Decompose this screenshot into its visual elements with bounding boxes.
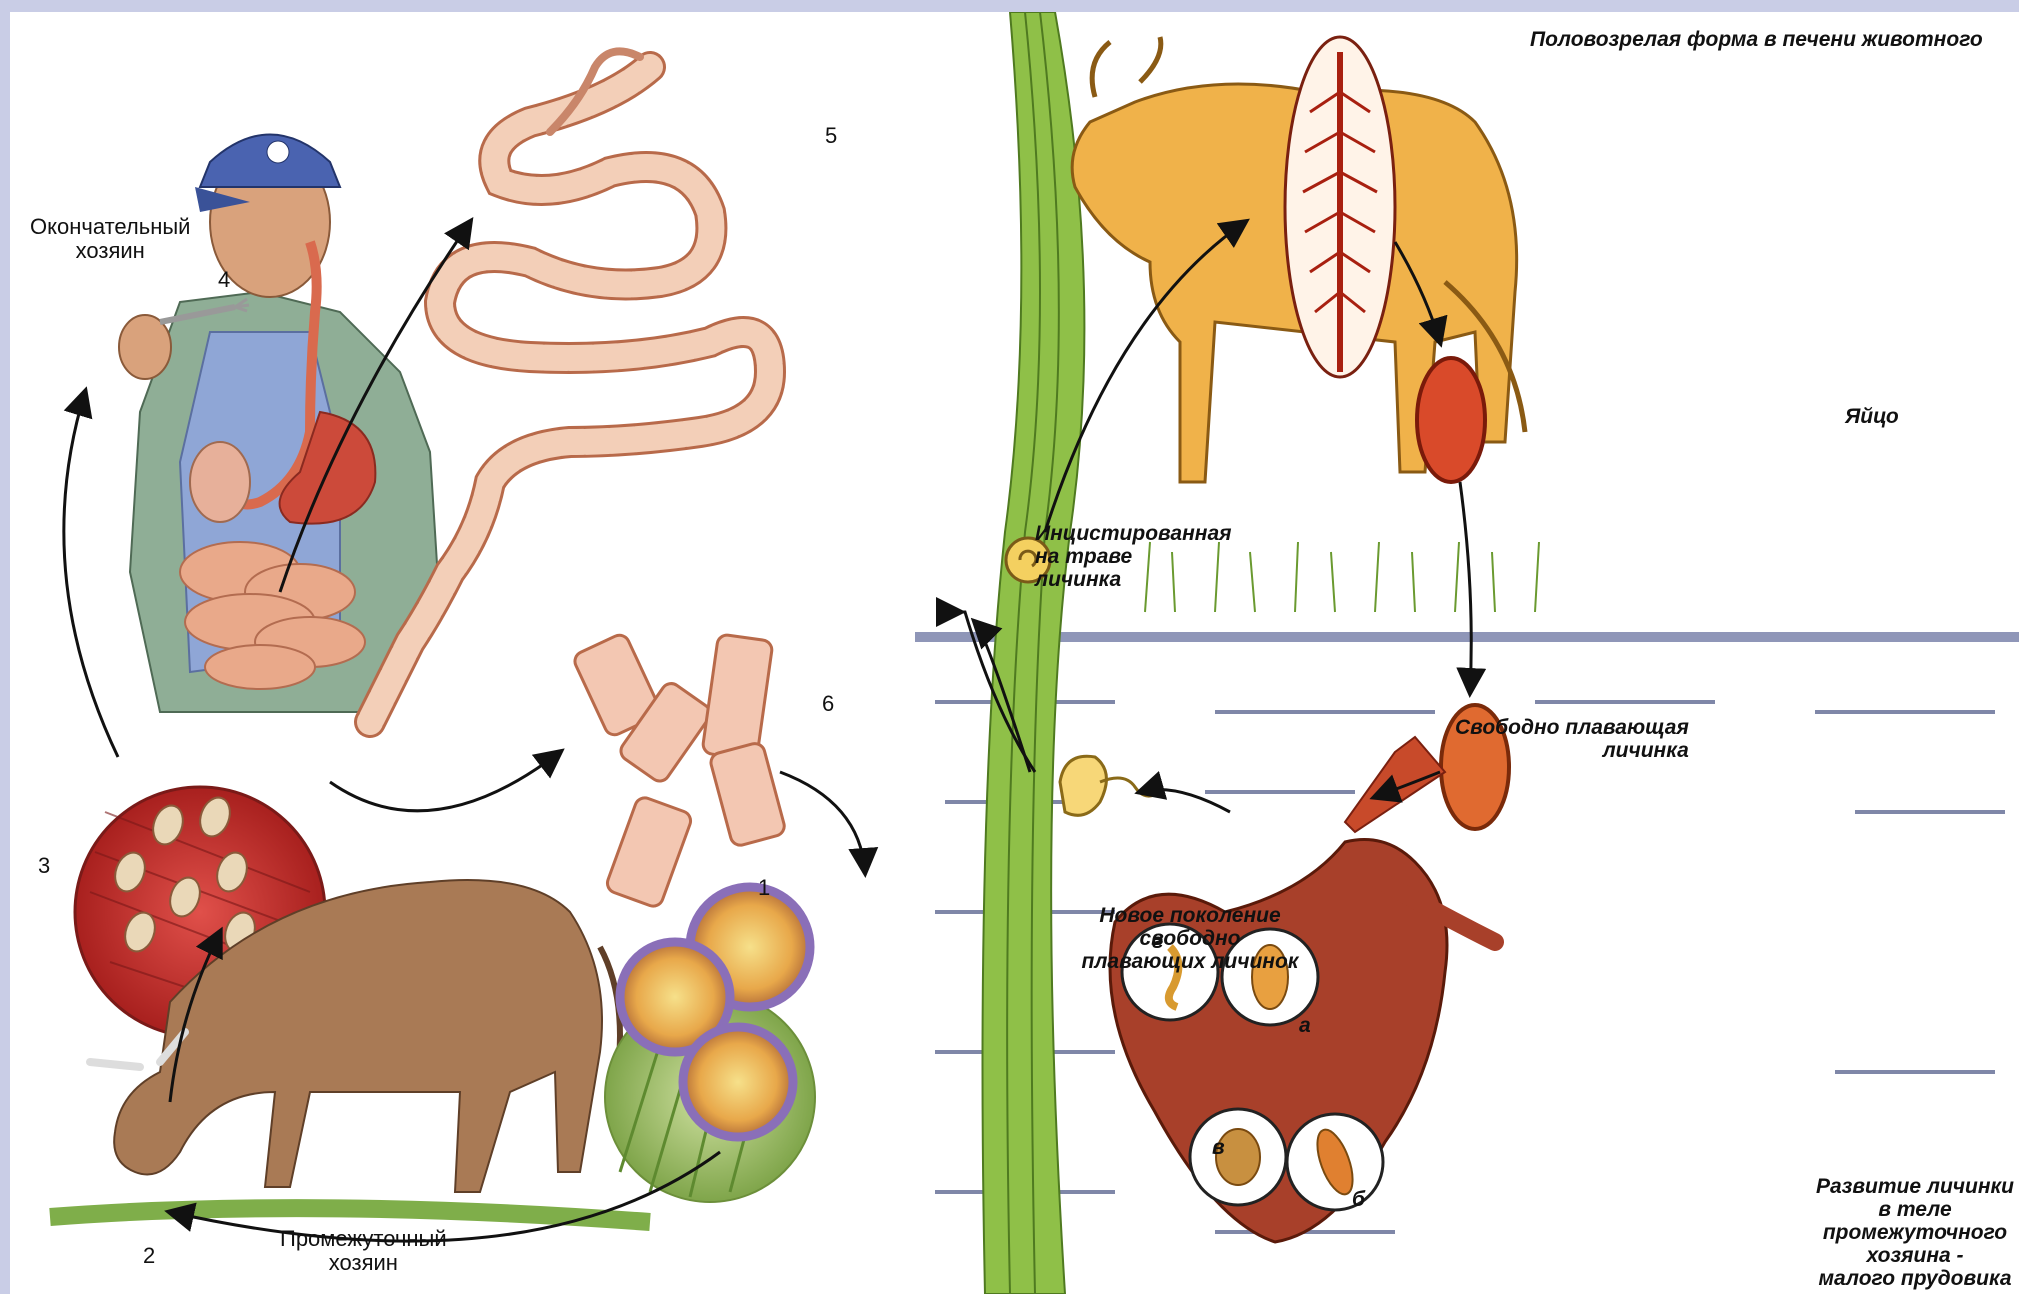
stage-number-3: 3	[38, 854, 50, 878]
pond-snail	[1110, 840, 1495, 1243]
tapeworm-adult	[370, 51, 770, 722]
substage-letter-v: в	[1212, 1136, 1225, 1159]
grass-blade	[983, 12, 1085, 1294]
final-host-label: Окончательный хозяин	[30, 215, 190, 263]
stage-number-1: 1	[758, 876, 770, 900]
proglottid-segments	[572, 632, 787, 909]
encysted-larva-label: Инцистированная на траве личинка	[1035, 522, 1232, 591]
development-label: Развитие личинки в теле промежуточного х…	[1795, 1175, 2019, 1290]
egg-label: Яйцо	[1845, 405, 1899, 428]
intermediate-host-label: Промежуточный хозяин	[280, 1227, 447, 1275]
stage-number-5: 5	[825, 124, 837, 148]
stage-number-2: 2	[143, 1244, 155, 1268]
new-generation-label: Новое поколение свободно плавающих личин…	[1060, 904, 1320, 973]
substage-letter-b: б	[1352, 1188, 1365, 1211]
egg-cluster	[605, 887, 815, 1202]
free-swimming-larva-label: Свободно плавающая личинка	[1455, 716, 1689, 762]
substage-letter-a: а	[1299, 1014, 1311, 1037]
tapeworm-cycle-illustration	[10, 12, 915, 1294]
adult-form-label: Половозрелая форма в печени животного	[1530, 28, 1983, 51]
tapeworm-life-cycle-diagram: Окончательный хозяин Промежуточный хозяи…	[10, 12, 915, 1294]
substage-letter-g: г	[1152, 930, 1163, 953]
stage-number-4: 4	[218, 268, 230, 292]
liver-fluke-life-cycle-diagram: Половозрелая форма в печени животного Яй…	[915, 12, 2019, 1294]
stage-number-6: 6	[822, 692, 834, 716]
liver-fluke-cycle-illustration	[915, 12, 2019, 1294]
free-swimming-larva	[1060, 737, 1445, 832]
